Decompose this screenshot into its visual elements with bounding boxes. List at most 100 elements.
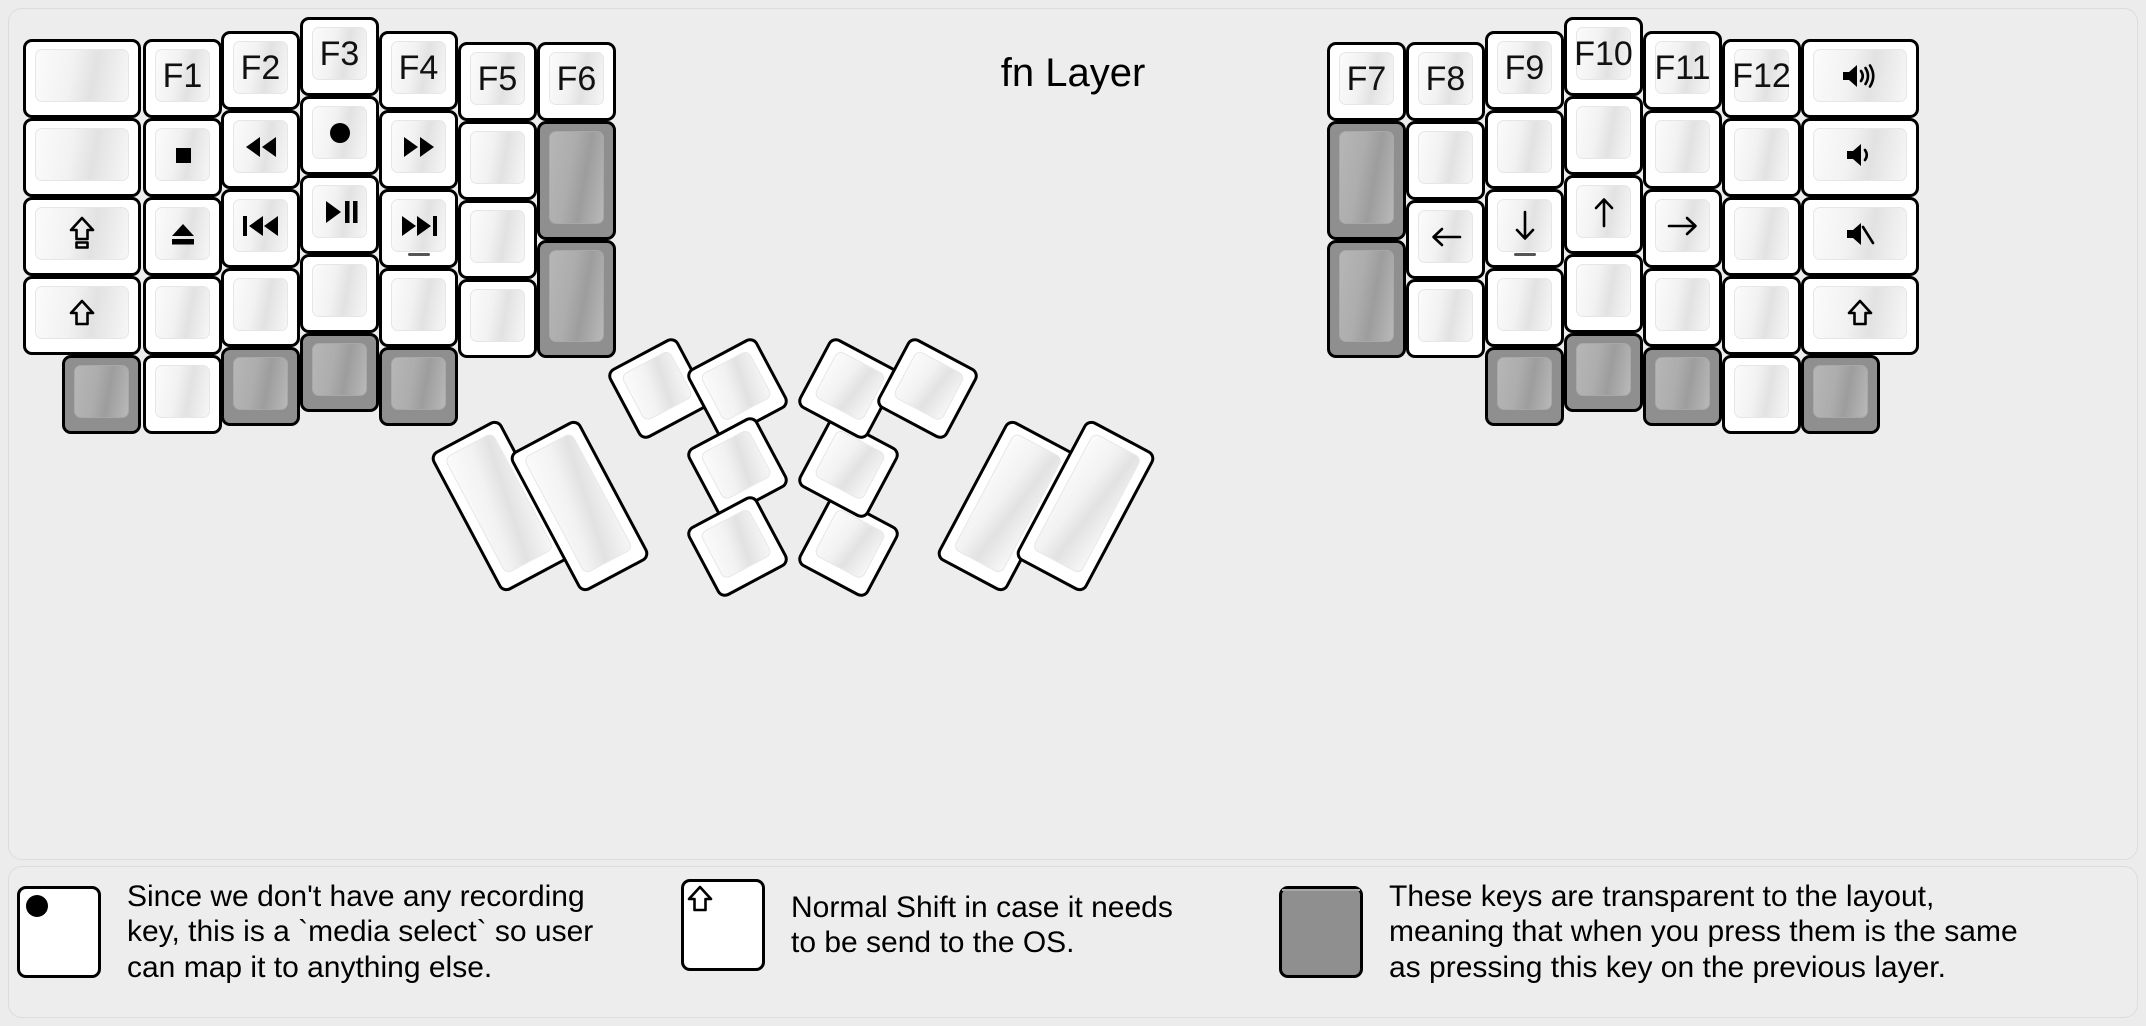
col-pinky-outer-key-0[interactable] <box>23 39 141 118</box>
col-inner2-r-key-0-cap: F7 <box>1339 52 1394 105</box>
right-thumb-key-3-cap <box>813 349 887 423</box>
col-ring-r-key-4[interactable] <box>1643 347 1722 426</box>
col-inner-r-key-2[interactable] <box>1406 200 1485 279</box>
col-pinky-outer-r-key-0[interactable] <box>1801 39 1919 118</box>
col-pinky-key-1[interactable] <box>143 118 222 197</box>
col-pinky-key-3[interactable] <box>143 276 222 355</box>
col-pinky-key-4[interactable] <box>143 355 222 434</box>
key-label: F1 <box>162 56 203 95</box>
col-index-r-key-1[interactable] <box>1485 110 1564 189</box>
key-label: F3 <box>319 34 360 73</box>
legend-item-record: Since we don't have any recording key, t… <box>17 879 593 985</box>
col-ring-key-0[interactable]: F2 <box>221 31 300 110</box>
col-ring-r-key-1[interactable] <box>1643 110 1722 189</box>
key-label: F10 <box>1574 34 1633 73</box>
fast-forward-icon <box>398 133 440 161</box>
col-pinky-outer-r-key-2[interactable] <box>1801 197 1919 276</box>
col-index-r-key-3-cap <box>1497 278 1552 331</box>
col-ring-r-key-3[interactable] <box>1643 268 1722 347</box>
col-middle-key-2-cap <box>312 185 367 238</box>
col-pinky-outer-r-key-4[interactable] <box>1801 355 1880 434</box>
col-index-key-3[interactable] <box>379 268 458 347</box>
col-middle-key-0[interactable]: F3 <box>300 17 379 96</box>
col-inner-key-0[interactable]: F5 <box>458 42 537 121</box>
col-pinky-key-2-cap <box>155 207 210 260</box>
col-pinky-key-2[interactable] <box>143 197 222 276</box>
col-inner-key-3[interactable] <box>458 279 537 358</box>
col-index-r-key-2[interactable] <box>1485 189 1564 268</box>
eject-icon <box>166 218 200 250</box>
col-index-key-1[interactable] <box>379 110 458 189</box>
col-ring-key-2[interactable] <box>221 189 300 268</box>
right-thumb-key-4-cap <box>813 428 887 502</box>
col-middle-r-key-3-cap <box>1576 264 1631 317</box>
legend-text-transparent: These keys are transparent to the layout… <box>1389 880 2018 984</box>
stop-icon <box>167 139 199 171</box>
left-thumb-key-5[interactable] <box>684 493 791 600</box>
col-middle-key-1[interactable] <box>300 96 379 175</box>
col-middle-key-4[interactable] <box>300 333 379 412</box>
col-inner2-key-1[interactable] <box>537 121 616 240</box>
col-pinky-r-key-4[interactable] <box>1722 355 1801 434</box>
col-pinky-outer-r-key-3[interactable] <box>1801 276 1919 355</box>
col-pinky-outer-key-0-cap <box>35 49 129 102</box>
col-ring-key-1[interactable] <box>221 110 300 189</box>
col-index-r-key-1-cap <box>1497 120 1552 173</box>
col-index-key-2[interactable] <box>379 189 458 268</box>
col-inner2-r-key-0[interactable]: F7 <box>1327 42 1406 121</box>
col-ring-key-1-cap <box>233 120 288 173</box>
col-middle-r-key-3[interactable] <box>1564 254 1643 333</box>
col-ring-key-3[interactable] <box>221 268 300 347</box>
col-pinky-key-0[interactable]: F1 <box>143 39 222 118</box>
col-middle-r-key-4[interactable] <box>1564 333 1643 412</box>
col-ring-key-4-cap <box>233 357 288 410</box>
col-index-r-key-0[interactable]: F9 <box>1485 31 1564 110</box>
col-pinky-r-key-0[interactable]: F12 <box>1722 39 1801 118</box>
shift-icon <box>66 296 98 330</box>
col-pinky-outer-key-2[interactable] <box>23 197 141 276</box>
col-ring-r-key-4-cap <box>1655 357 1710 410</box>
col-inner-r-key-0[interactable]: F8 <box>1406 42 1485 121</box>
col-index-r-key-4[interactable] <box>1485 347 1564 426</box>
col-inner-r-key-1[interactable] <box>1406 121 1485 200</box>
record-icon <box>20 889 98 923</box>
key-label: F5 <box>477 59 518 98</box>
col-pinky-outer-key-3[interactable] <box>23 276 141 355</box>
col-middle-r-key-2[interactable] <box>1564 175 1643 254</box>
key-label: F2 <box>240 48 281 87</box>
col-inner-key-1[interactable] <box>458 121 537 200</box>
col-inner2-key-0[interactable]: F6 <box>537 42 616 121</box>
col-index-r-key-3[interactable] <box>1485 268 1564 347</box>
col-pinky-outer-key-4[interactable] <box>62 355 141 434</box>
col-pinky-outer-r-key-1[interactable] <box>1801 118 1919 197</box>
col-pinky-outer-r-key-4-cap <box>1813 365 1868 418</box>
col-ring-r-key-2[interactable] <box>1643 189 1722 268</box>
col-inner2-key-2[interactable] <box>537 239 616 358</box>
key-label: F9 <box>1504 48 1545 87</box>
right-thumb-key-2[interactable] <box>874 335 981 442</box>
right-thumb-key-2-cap <box>892 349 966 423</box>
col-inner-r-key-0-cap: F8 <box>1418 52 1473 105</box>
col-inner2-r-key-2[interactable] <box>1327 239 1406 358</box>
arrow-left-icon <box>1427 224 1465 250</box>
col-middle-r-key-0[interactable]: F10 <box>1564 17 1643 96</box>
next-track-icon <box>396 212 442 240</box>
col-ring-r-key-0[interactable]: F11 <box>1643 31 1722 110</box>
col-middle-key-2[interactable] <box>300 175 379 254</box>
col-pinky-r-key-1[interactable] <box>1722 118 1801 197</box>
col-inner-key-2[interactable] <box>458 200 537 279</box>
col-inner2-r-key-2-cap <box>1339 249 1394 342</box>
key-label: F6 <box>556 59 597 98</box>
col-inner-r-key-3[interactable] <box>1406 279 1485 358</box>
col-inner2-r-key-1[interactable] <box>1327 121 1406 240</box>
col-middle-r-key-1[interactable] <box>1564 96 1643 175</box>
col-ring-key-4[interactable] <box>221 347 300 426</box>
col-pinky-outer-key-1[interactable] <box>23 118 141 197</box>
col-pinky-r-key-3[interactable] <box>1722 276 1801 355</box>
left-thumb-key-4-cap <box>699 428 773 502</box>
col-middle-key-3[interactable] <box>300 254 379 333</box>
col-pinky-r-key-0-cap: F12 <box>1732 49 1791 102</box>
col-index-key-0[interactable]: F4 <box>379 31 458 110</box>
col-index-key-4[interactable] <box>379 347 458 426</box>
col-pinky-r-key-2[interactable] <box>1722 197 1801 276</box>
